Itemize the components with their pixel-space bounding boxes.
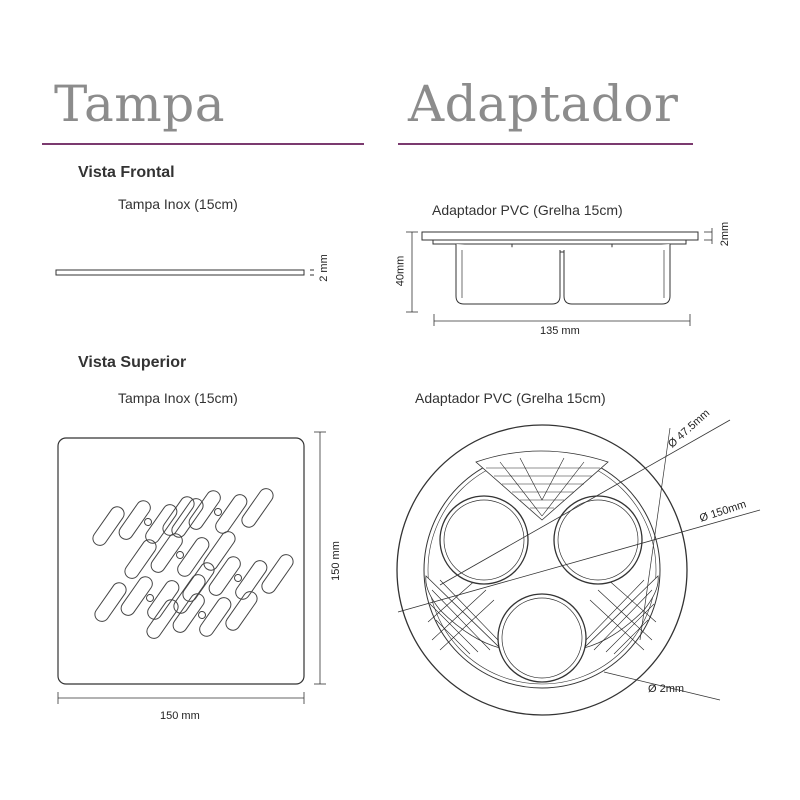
adaptador-top-view xyxy=(396,419,761,716)
mesh-top xyxy=(475,450,609,521)
tampa-superior-caption: Tampa Inox (15cm) xyxy=(118,390,238,406)
adaptador-width-label: 135 mm xyxy=(540,325,580,337)
adaptador-title: Adaptador xyxy=(408,75,679,133)
vista-superior-heading: Vista Superior xyxy=(78,354,187,371)
adaptador-front-caption: Adaptador PVC (Grelha 15cm) xyxy=(432,202,623,218)
tampa-width-label: 150 mm xyxy=(160,710,200,722)
vista-frontal-heading: Vista Frontal xyxy=(78,164,175,181)
tampa-title: Tampa xyxy=(54,75,226,133)
mesh-left xyxy=(425,575,502,655)
tampa-top-plate xyxy=(57,431,326,704)
adaptador-title-rule xyxy=(398,143,693,145)
tampa-title-rule xyxy=(42,143,364,145)
dia-small-label: Ø 2mm xyxy=(648,683,685,695)
tampa-frontal-caption: Tampa Inox (15cm) xyxy=(118,196,238,212)
adaptador-top-caption: Adaptador PVC (Grelha 15cm) xyxy=(415,390,606,406)
adaptador-front-view xyxy=(406,228,713,326)
tampa-front-plate xyxy=(55,269,314,276)
